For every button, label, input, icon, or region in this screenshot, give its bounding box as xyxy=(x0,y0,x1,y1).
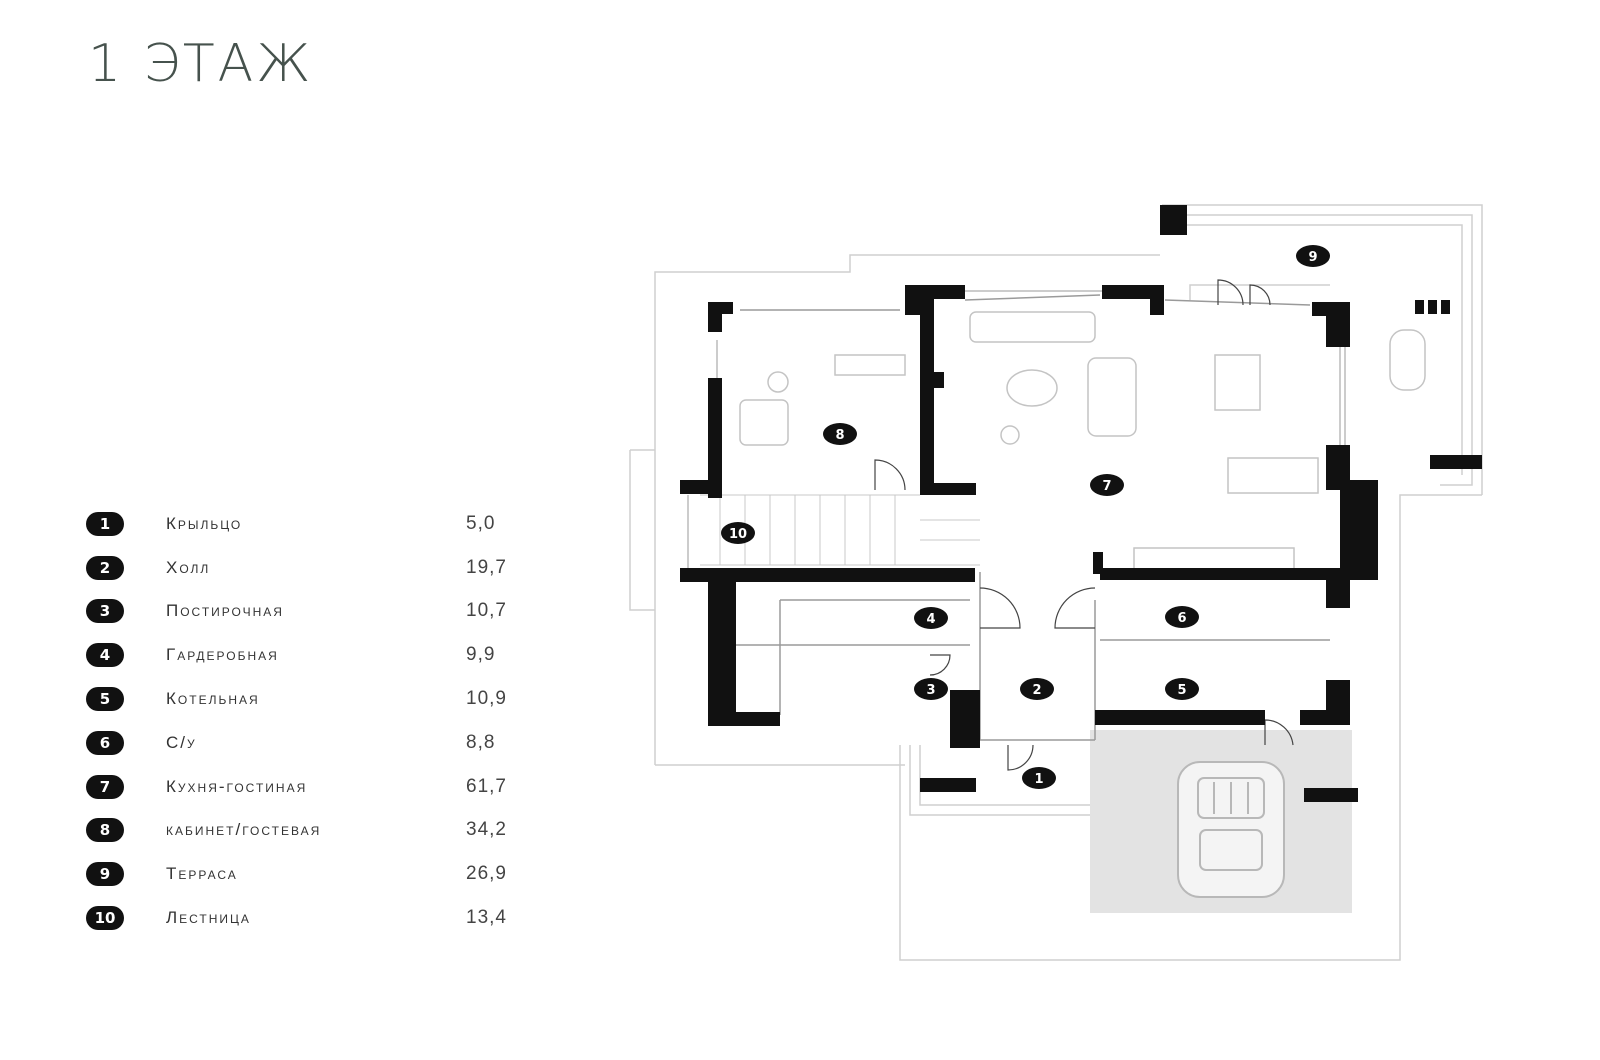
room-label-5: 5 xyxy=(1165,678,1199,700)
page-title: 1 ЭТАЖ xyxy=(88,34,314,94)
room-name: кабинет/гостевая xyxy=(166,820,322,840)
svg-text:6: 6 xyxy=(1177,611,1186,626)
room-area: 34,2 xyxy=(466,819,507,841)
legend-item: 4 Гардеробная 9,9 xyxy=(86,633,556,677)
windows xyxy=(687,290,1346,570)
walls xyxy=(680,205,1482,802)
room-label-4: 4 xyxy=(914,607,948,629)
room-area: 5,0 xyxy=(466,512,496,534)
room-number-marker: 4 xyxy=(86,643,124,668)
room-number-marker: 5 xyxy=(86,687,124,712)
legend-item: 8 кабинет/гостевая 34,2 xyxy=(86,809,556,853)
room-number-marker: 3 xyxy=(86,599,124,624)
room-number-marker: 1 xyxy=(86,511,124,536)
room-area: 9,9 xyxy=(466,644,496,666)
interior-partitions xyxy=(735,294,1330,741)
room-number-marker: 10 xyxy=(86,906,124,931)
legend-item: 6 С/у 8,8 xyxy=(86,721,556,765)
svg-text:9: 9 xyxy=(1308,250,1317,265)
room-area: 19,7 xyxy=(466,556,507,578)
room-name: С/у xyxy=(166,732,197,752)
legend-item: 2 Холл 19,7 xyxy=(86,546,556,590)
car-icon xyxy=(1177,761,1285,898)
svg-text:3: 3 xyxy=(926,683,935,698)
room-area: 10,7 xyxy=(466,600,507,622)
room-label-7: 7 xyxy=(1090,474,1124,496)
stairs xyxy=(700,494,980,566)
room-number-marker: 8 xyxy=(86,818,124,843)
room-number-marker: 9 xyxy=(86,862,124,887)
room-name: Холл xyxy=(166,557,211,577)
room-legend: 1 Крыльцо 5,0 2 Холл 19,7 3 Постирочная … xyxy=(86,502,556,940)
room-name: Лестница xyxy=(166,908,251,928)
room-area: 13,4 xyxy=(466,907,507,929)
legend-item: 3 Постирочная 10,7 xyxy=(86,590,556,634)
svg-text:7: 7 xyxy=(1102,479,1111,494)
room-area: 8,8 xyxy=(466,731,496,753)
room-name: Постирочная xyxy=(166,601,284,621)
room-label-6: 6 xyxy=(1165,606,1199,628)
svg-text:4: 4 xyxy=(926,612,935,627)
room-number-marker: 7 xyxy=(86,774,124,799)
svg-text:1: 1 xyxy=(1034,772,1043,787)
room-label-1: 1 xyxy=(1022,767,1056,789)
room-label-8: 8 xyxy=(823,423,857,445)
room-label-10: 10 xyxy=(721,522,755,544)
svg-text:8: 8 xyxy=(835,428,844,443)
room-area: 10,9 xyxy=(466,688,507,710)
svg-text:10: 10 xyxy=(729,527,747,542)
room-number-marker: 2 xyxy=(86,555,124,580)
legend-item: 1 Крыльцо 5,0 xyxy=(86,502,556,546)
room-name: Котельная xyxy=(166,689,260,709)
room-name: Кухня-гостиная xyxy=(166,776,308,796)
legend-item: 7 Кухня-гостиная 61,7 xyxy=(86,765,556,809)
room-label-2: 2 xyxy=(1020,678,1054,700)
room-area: 61,7 xyxy=(466,775,507,797)
room-name: Крыльцо xyxy=(166,513,243,533)
room-number-marker: 6 xyxy=(86,730,124,755)
svg-text:2: 2 xyxy=(1032,683,1041,698)
furniture xyxy=(739,311,1426,571)
floor-plan: 1 2 3 4 5 6 7 8 xyxy=(620,195,1500,975)
room-area: 26,9 xyxy=(466,863,507,885)
room-label-3: 3 xyxy=(914,678,948,700)
legend-item: 9 Терраса 26,9 xyxy=(86,852,556,896)
legend-item: 5 Котельная 10,9 xyxy=(86,677,556,721)
room-name: Гардеробная xyxy=(166,645,279,665)
room-label-9: 9 xyxy=(1296,245,1330,267)
legend-item: 10 Лестница 13,4 xyxy=(86,896,556,940)
svg-text:5: 5 xyxy=(1177,683,1186,698)
room-name: Терраса xyxy=(166,864,238,884)
door-swings xyxy=(874,279,1294,771)
site-outline xyxy=(629,204,1483,961)
